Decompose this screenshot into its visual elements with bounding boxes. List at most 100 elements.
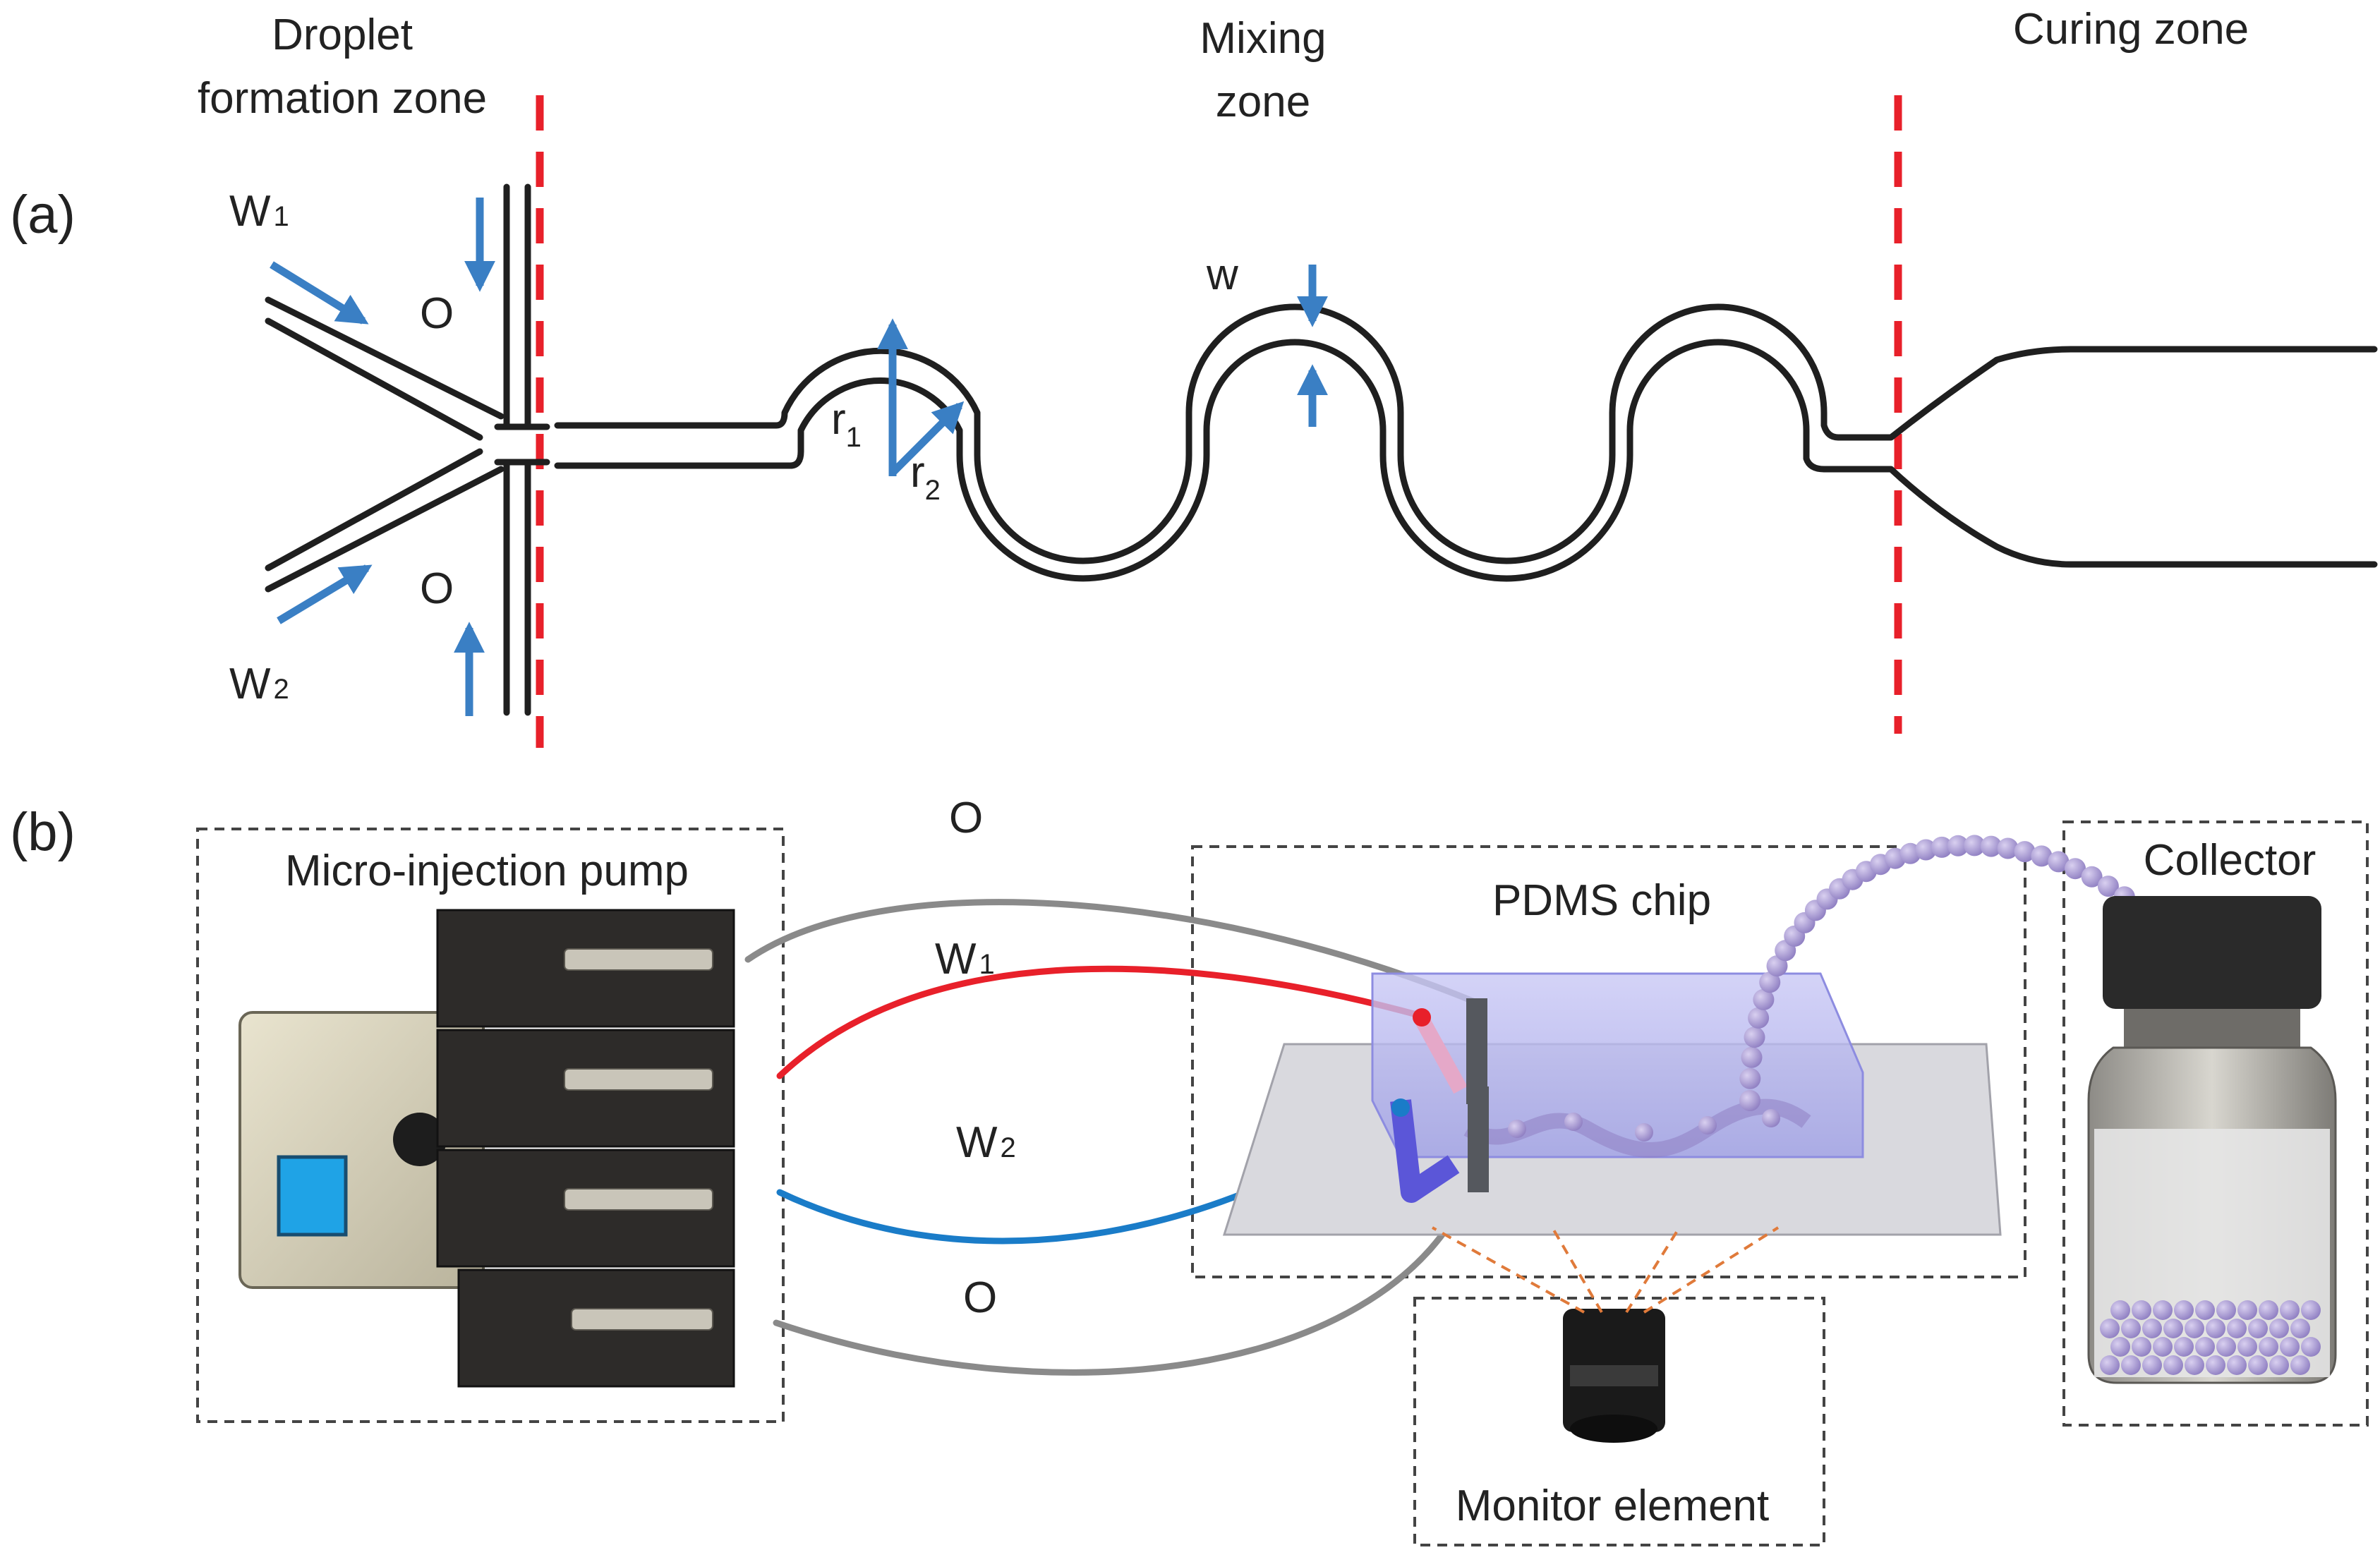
collected-microsphere [2185, 1319, 2204, 1338]
collected-microsphere [2206, 1319, 2225, 1338]
collected-microsphere [2195, 1337, 2215, 1357]
microsphere [1741, 1046, 1763, 1068]
collected-microsphere [2163, 1355, 2183, 1375]
microsphere [2097, 876, 2119, 897]
r2-arrow [890, 401, 965, 476]
zone-mixing-label-line1: Mixing [1200, 14, 1326, 63]
collected-microsphere [2153, 1337, 2173, 1357]
collector-box [2062, 821, 2369, 1427]
collected-microsphere [2259, 1300, 2278, 1320]
collected-microsphere [2301, 1300, 2321, 1320]
collected-microsphere [2237, 1300, 2257, 1320]
panel-a-label: (a) [10, 185, 75, 245]
collected-microsphere [2227, 1319, 2247, 1338]
collected-microsphere [2153, 1300, 2173, 1320]
tube-oil-bottom-label: O [963, 1273, 997, 1322]
w2-flow-arrow [277, 564, 373, 624]
collected-microsphere [2227, 1355, 2247, 1375]
oil-bottom-inlet-label: O [420, 564, 454, 613]
collected-microsphere [2269, 1355, 2289, 1375]
collected-microsphere [2142, 1355, 2162, 1375]
collected-microsphere [2100, 1355, 2120, 1375]
panel-a: (a) Droplet formation zone Mixing zone C… [10, 5, 2378, 748]
microsphere [1915, 839, 1937, 861]
collected-microsphere [2121, 1319, 2141, 1338]
pump-box [196, 828, 785, 1423]
collector-label: Collector [2144, 836, 2316, 885]
w2-port [1391, 1098, 1410, 1117]
pump-knob [393, 1113, 447, 1166]
r2-label: r2 [910, 448, 941, 506]
collected-microsphere [2195, 1300, 2215, 1320]
collected-microsphere [2121, 1355, 2141, 1375]
microsphere [1739, 1067, 1761, 1089]
chip-inlet-w2 [1390, 1099, 1460, 1203]
w1-flow-arrow [270, 261, 369, 325]
collector-vial [2087, 896, 2337, 1384]
collected-microsphere [2290, 1319, 2310, 1338]
collected-microsphere [2163, 1319, 2183, 1338]
collected-microsphere [2174, 1300, 2194, 1320]
microsphere [2031, 845, 2053, 867]
width-label: w [1206, 250, 1238, 299]
chip-label: PDMS chip [1492, 876, 1711, 925]
collected-microsphere [2216, 1300, 2236, 1320]
pdms-chip [1222, 972, 2002, 1236]
w1-port [1413, 1008, 1431, 1027]
syringe-pump [238, 909, 735, 1388]
microsphere [1947, 835, 1969, 856]
collected-microsphere [2174, 1337, 2194, 1357]
collected-microsphere [2280, 1337, 2300, 1357]
collected-microsphere [2132, 1337, 2151, 1357]
chip-inlet-w1 [1415, 1015, 1468, 1094]
microsphere [1759, 971, 1781, 993]
pump-label: Micro-injection pump [285, 847, 689, 895]
microsphere [1739, 1090, 1760, 1111]
collected-microspheres [2100, 1300, 2321, 1375]
microsphere [1997, 837, 2019, 859]
zone-droplet-label-line1: Droplet [272, 11, 413, 59]
tube-oil-top-label: O [949, 794, 983, 842]
microsphere [1635, 1123, 1653, 1142]
collected-microsphere [2269, 1319, 2289, 1338]
vial-cap [2103, 896, 2321, 1009]
collected-microsphere [2110, 1337, 2130, 1357]
collected-microsphere [2280, 1300, 2300, 1320]
pump-screen [277, 1155, 348, 1237]
microsphere [1508, 1120, 1526, 1138]
microsphere [1964, 835, 1986, 856]
chip-box [1191, 845, 2026, 1278]
collected-microsphere [2100, 1319, 2120, 1338]
microsphere [1744, 1027, 1765, 1048]
zone-droplet-label-line2: formation zone [198, 74, 487, 123]
microsphere [1762, 1109, 1780, 1127]
oil-top-inlet-label: O [420, 289, 454, 338]
collected-microsphere [2237, 1337, 2257, 1357]
microsphere [1753, 988, 1775, 1010]
microsphere [1698, 1116, 1717, 1134]
zone-curing-label: Curing zone [2013, 5, 2249, 54]
collected-microsphere [2185, 1355, 2204, 1375]
panel-b: (b) Micro-injection pump PDMS chip Colle… [10, 794, 2369, 1546]
monitor-camera [1563, 1309, 1665, 1443]
collected-microsphere [2248, 1319, 2268, 1338]
microsphere [2014, 841, 2036, 863]
collected-microsphere [2132, 1300, 2151, 1320]
collected-microsphere [2259, 1337, 2278, 1357]
monitor-box [1413, 1297, 1825, 1546]
microsphere [1564, 1113, 1583, 1131]
microsphere [2048, 851, 2070, 873]
monitor-label: Monitor element [1456, 1482, 1770, 1530]
optical-path [1432, 1226, 1780, 1314]
flow-arrows [270, 198, 1328, 716]
microsphere [1748, 1007, 1770, 1029]
collected-microsphere [2206, 1355, 2225, 1375]
zone-mixing-label-line2: zone [1216, 78, 1310, 126]
microsphere [1931, 836, 1952, 858]
collected-microsphere [2110, 1300, 2130, 1320]
panel-b-label: (b) [10, 802, 75, 862]
